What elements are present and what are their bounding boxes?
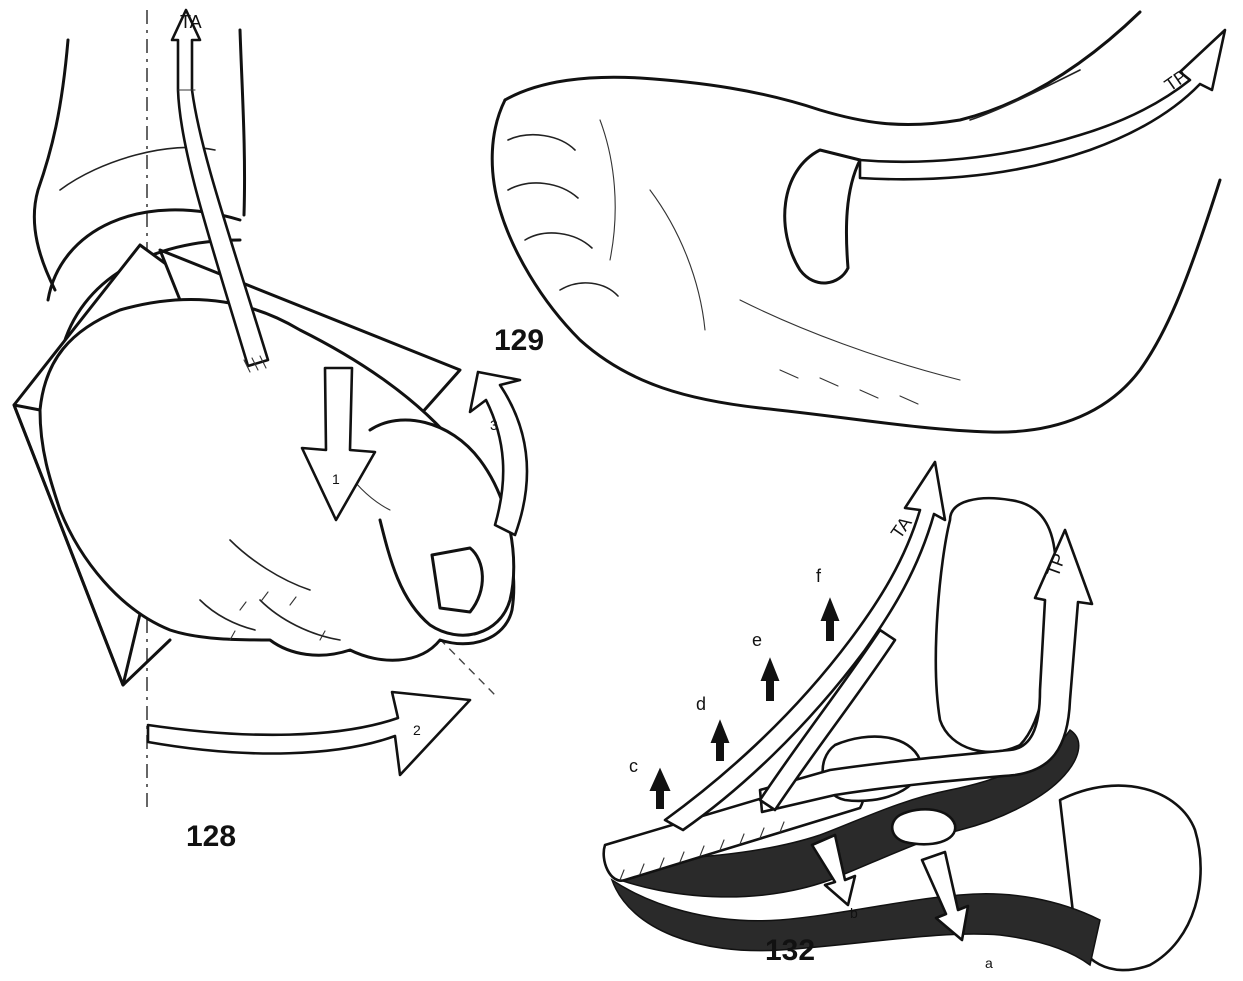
arrow-d xyxy=(712,722,728,760)
figure-label-129: 129 xyxy=(494,324,544,357)
toe-line-1 xyxy=(508,135,575,150)
leg-left-outline xyxy=(34,40,68,290)
figure-label-132: 132 xyxy=(765,934,815,967)
toe-line-4 xyxy=(560,283,618,296)
toe-line-3 xyxy=(525,233,592,248)
figure-label-128: 128 xyxy=(186,820,236,853)
tarsal-bone-2 xyxy=(892,809,955,844)
sole-crease-2 xyxy=(650,190,705,330)
figure-128: TA 1 3 2 128 xyxy=(14,10,527,853)
incision-flap xyxy=(785,150,860,283)
letter-a: a xyxy=(985,955,993,971)
letter-b: b xyxy=(850,905,858,921)
figure-129: TP 129 xyxy=(492,12,1225,432)
letter-c: c xyxy=(629,756,638,776)
letter-f: f xyxy=(816,566,822,586)
toe-line-2 xyxy=(508,183,578,198)
arrow-2-curved xyxy=(148,692,470,775)
arrow-f xyxy=(822,600,838,640)
ta-label-128: TA xyxy=(180,12,202,32)
arrow-2-label: 2 xyxy=(413,722,421,738)
arrow-1-label: 1 xyxy=(332,471,340,487)
arrow-3-label: 3 xyxy=(490,417,498,433)
sole-crease-1 xyxy=(600,120,615,260)
foot-sole-outline xyxy=(492,100,1220,432)
letter-d: d xyxy=(696,694,706,714)
figure-132: TP TA c d e f b a 132 xyxy=(604,462,1201,971)
toenail xyxy=(432,548,482,612)
tp-tendon-arrow xyxy=(860,30,1225,179)
leg-right-outline xyxy=(240,30,245,215)
foot-top-outline xyxy=(505,12,1140,125)
sole-ticks xyxy=(780,370,918,404)
arrow-c xyxy=(651,770,669,808)
letter-e: e xyxy=(752,630,762,650)
arrow-e xyxy=(762,660,778,700)
sole-crease-3 xyxy=(740,300,960,380)
